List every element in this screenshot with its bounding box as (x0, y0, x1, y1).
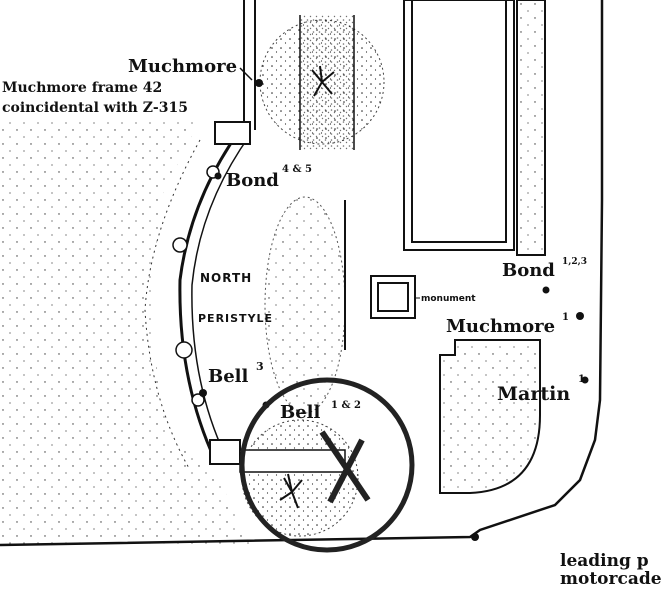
label-muchmore-frame: Muchmore frame 42 (2, 80, 162, 96)
label-martin: Martin (497, 383, 570, 405)
pergola-walkway (243, 0, 256, 130)
caption-line-2: motorcade (560, 569, 662, 589)
label-bond-4-5: Bond (226, 170, 279, 191)
label-bell-3: Bell (208, 366, 249, 387)
marker-bell-3 (199, 389, 207, 397)
marker-bond-4-5 (214, 172, 222, 180)
monument-box (370, 275, 416, 319)
label-muchmore-1: Muchmore (446, 316, 555, 337)
label-bell-3-sup: 3 (256, 360, 264, 373)
label-muchmore-1-sup: 1 (562, 312, 569, 323)
reflecting-pool (403, 0, 546, 256)
central-lawn (264, 196, 346, 414)
muchmore-leader (239, 67, 253, 81)
label-monument: monument (421, 294, 476, 304)
x-marked-circle (239, 377, 415, 553)
label-bell-1-2: Bell (280, 402, 321, 423)
marker-bond-1-3 (542, 286, 550, 294)
top-tree (259, 15, 385, 150)
label-bell-1-2-sup: 1 & 2 (331, 400, 361, 411)
marker-elm-street (471, 533, 479, 541)
south-lawn (439, 339, 541, 494)
label-muchmore-top: Muchmore (128, 56, 237, 77)
label-coincidental: coincidental with Z-315 (2, 100, 188, 116)
marker-martin (581, 376, 589, 384)
caption-line-1: leading p (560, 551, 649, 571)
peristyle (144, 121, 251, 471)
label-bond-1-3-sup: 1,2,3 (562, 257, 587, 267)
label-peristyle: PERISTYLE (198, 312, 273, 325)
label-north: NORTH (200, 271, 252, 285)
label-bond-4-5-sup: 4 & 5 (282, 164, 312, 175)
label-martin-sup: 1 (578, 374, 585, 385)
label-bond-1-3: Bond (502, 260, 555, 281)
marker-muchmore-top (255, 79, 263, 87)
map-labels: Muchmore Muchmore frame 42 coincidental … (2, 56, 662, 589)
ground-stipple (0, 120, 250, 545)
marker-muchmore-1 (576, 312, 584, 320)
